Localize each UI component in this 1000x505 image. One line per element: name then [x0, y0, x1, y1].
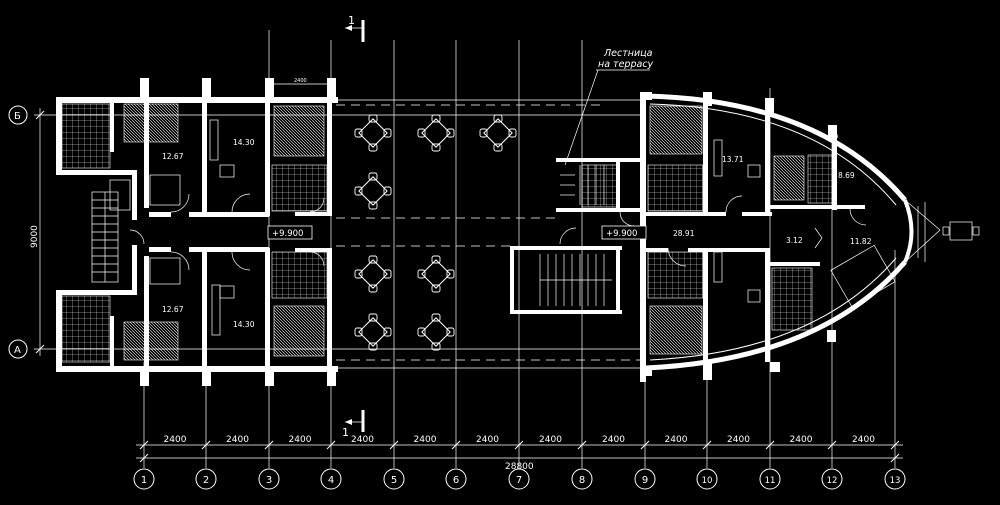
column-marker-label: 7 — [516, 475, 522, 486]
section-label-bottom: 1 — [342, 426, 349, 439]
column-marker-label: 1 — [141, 475, 147, 486]
section-label-top: 1 — [348, 14, 355, 27]
column-marker-label: 11 — [765, 476, 776, 486]
left-staircase — [91, 191, 119, 283]
section-mark-bottom: 1 — [342, 410, 365, 439]
beds — [123, 103, 805, 361]
svg-text:+9.900: +9.900 — [606, 229, 637, 239]
dimension-ticks — [35, 110, 900, 463]
column-marker-label: 3 — [266, 475, 272, 486]
column-marker-circle — [383, 468, 405, 490]
callout-line-2: на террасу — [598, 59, 654, 70]
column-marker-label: 12 — [827, 476, 838, 486]
area-room-bow: 11.82 — [850, 237, 872, 246]
total-length-label: 28800 — [505, 462, 534, 472]
row-marker-b: Б — [14, 111, 21, 122]
column-marker-circle — [195, 468, 217, 490]
spacing-label: 2400 — [226, 435, 249, 445]
callout-line-1: Лестница — [603, 48, 653, 59]
column-marker-label: 6 — [453, 475, 459, 486]
spacing-label: 2400 — [476, 435, 499, 445]
column-marker-label: 9 — [642, 475, 648, 486]
spacing-label: 2400 — [790, 435, 813, 445]
column-marker-circle — [133, 468, 155, 490]
area-room-top-left: 12.67 — [162, 152, 184, 161]
column-marker-circle — [821, 468, 843, 490]
column-marker-label: 5 — [391, 475, 397, 486]
area-hall-right: 28.91 — [673, 229, 695, 238]
column-marker-circle — [571, 468, 593, 490]
desks — [109, 119, 980, 336]
column-marker-circle — [884, 468, 906, 490]
section-mark-top: 1 — [345, 14, 365, 42]
area-room-right-top: 13.71 — [722, 155, 744, 164]
spacing-labels: 2400 2400 2400 2400 2400 2400 2400 2400 2400 2400… — [164, 435, 876, 445]
column-marker-label: 4 — [328, 475, 334, 486]
column-marker-circle — [634, 468, 656, 490]
spacing-label: 2400 — [351, 435, 374, 445]
column-marker-circle — [258, 468, 280, 490]
door-swings — [129, 193, 867, 271]
column-marker-label: 10 — [702, 476, 713, 486]
spacing-label: 2400 — [289, 435, 312, 445]
row-markers: Б А — [8, 105, 28, 359]
svg-text:+9.900: +9.900 — [272, 229, 303, 239]
spacing-label: 2400 — [727, 435, 750, 445]
area-room-bow-mid: 3.12 — [786, 236, 803, 245]
spacing-label: 2400 — [665, 435, 688, 445]
column-marker-circle — [508, 468, 530, 490]
spacing-label: 2400 — [539, 435, 562, 445]
spacing-label: 2400 — [602, 435, 625, 445]
spacing-label: 2400 — [414, 435, 437, 445]
top-small-dimension: 2400 — [294, 78, 307, 84]
terrace-tables — [354, 114, 517, 351]
area-room-top-2: 14.30 — [233, 138, 255, 147]
room-areas: 12.67 14.30 12.67 14.30 13.71 28.91 8.69… — [162, 138, 872, 329]
spacing-label: 2400 — [164, 435, 187, 445]
area-room-bottom-2: 14.30 — [233, 320, 255, 329]
area-room-bottom-left: 12.67 — [162, 305, 184, 314]
column-marker-circle — [759, 468, 781, 490]
side-dimension-label: 9000 — [30, 225, 40, 248]
spacing-label: 2400 — [852, 435, 875, 445]
dimension-labels: 28800 9000 2400 — [30, 78, 534, 472]
level-mark-left: +9.900 — [267, 225, 313, 240]
column-marker-label: 13 — [890, 476, 901, 486]
column-marker-label: 8 — [579, 475, 585, 486]
area-room-bow-top: 8.69 — [838, 171, 855, 180]
row-marker-a: А — [14, 345, 21, 356]
column-marker-circle — [696, 468, 718, 490]
terrace-dashes — [336, 99, 640, 369]
terrace-stair-callout: Лестница на террасу — [564, 48, 654, 166]
column-marker-circle — [445, 468, 467, 490]
column-marker-label: 2 — [203, 475, 209, 486]
column-marker-circle — [320, 468, 342, 490]
level-mark-right: +9.900 — [601, 225, 647, 240]
right-staircase — [539, 165, 612, 306]
bow-hull — [645, 93, 941, 371]
